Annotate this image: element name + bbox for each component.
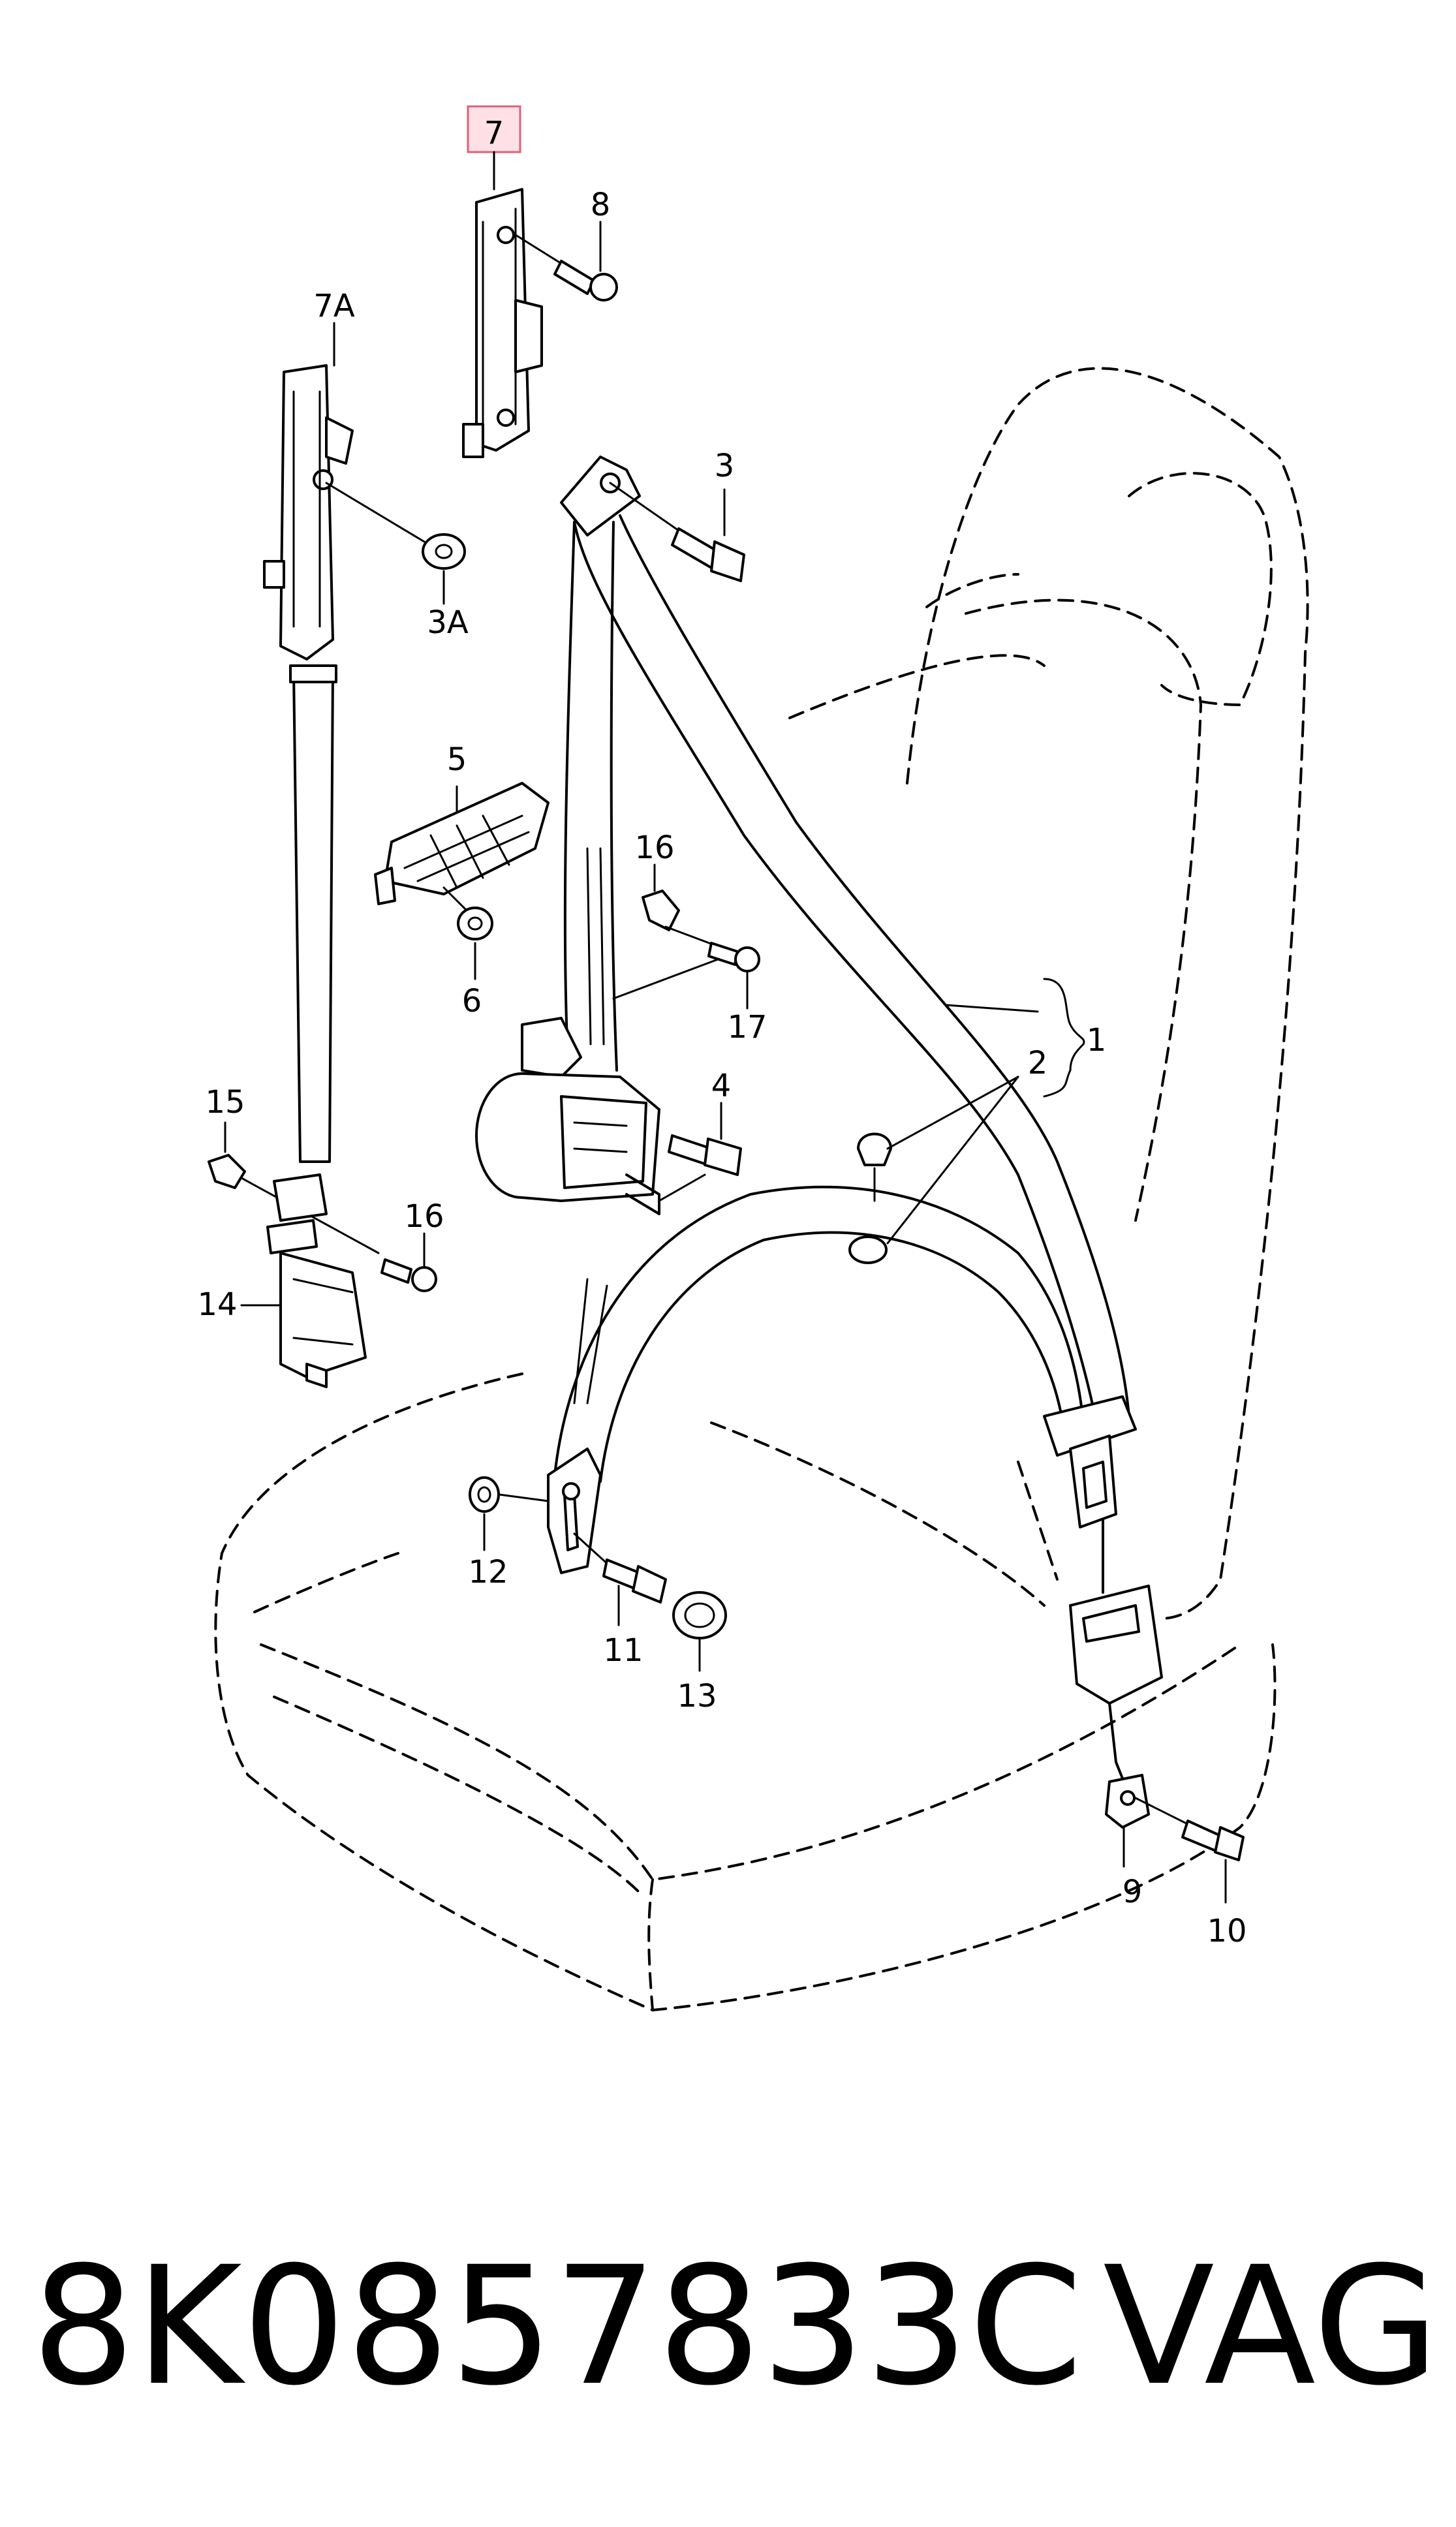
retractor-unit	[475, 958, 719, 1215]
belt-assembly-brace-part-1	[945, 978, 1085, 1098]
footer: 8K0857833C VAG	[0, 2245, 1456, 2441]
callout-14: 14	[197, 1286, 237, 1323]
callout-4: 4	[711, 1068, 732, 1104]
callout-16-lower: 16	[404, 1198, 444, 1235]
callout-2: 2	[1028, 1045, 1048, 1081]
belt-webbing	[553, 514, 1130, 1483]
belt-lower-anchor	[547, 1448, 602, 1574]
callout-13: 13	[677, 1678, 717, 1714]
callout-1: 1	[1087, 1022, 1107, 1059]
brand-name: VAG	[1103, 2231, 1440, 2421]
bolt-part-3	[560, 456, 745, 582]
bolt-part-8	[514, 221, 618, 302]
cover-caps-part-2	[848, 1076, 1019, 1264]
callout-15: 15	[205, 1084, 245, 1121]
washer-part-12	[469, 1476, 550, 1551]
callout-7a: 7A	[313, 288, 355, 324]
callout-10: 10	[1207, 1913, 1247, 1949]
nut-part-3a	[325, 482, 466, 605]
callout-9: 9	[1123, 1874, 1143, 1910]
callout-7: 7	[484, 115, 504, 151]
callout-labels: 7 8 7A 3 3A 5 16 6 17 1 2 4 15 16 14 12 …	[197, 115, 1247, 1949]
callout-5: 5	[447, 741, 467, 778]
callout-17: 17	[727, 1009, 767, 1046]
nut-part-6	[457, 907, 493, 980]
belt-tensioner-part-14	[240, 1173, 367, 1388]
callout-3: 3	[715, 448, 735, 484]
bolt-part-11	[573, 1532, 667, 1626]
callout-6: 6	[462, 983, 482, 1019]
cap-part-13	[672, 1591, 727, 1672]
bolt-part-10	[1134, 1797, 1245, 1904]
bolt-part-17	[664, 925, 760, 1010]
bracket-part-5	[374, 782, 550, 915]
callout-11: 11	[603, 1632, 643, 1669]
belt-latch-plate	[1043, 1395, 1137, 1528]
seat-outline	[214, 367, 1309, 2012]
height-adjuster-part-7a	[263, 322, 354, 1163]
clip-part-16-upper	[642, 863, 680, 931]
buckle-part-9	[1069, 1519, 1163, 1868]
callout-12: 12	[468, 1554, 508, 1590]
callout-3a: 3A	[427, 604, 469, 641]
bolt-part-16-lower	[380, 1232, 437, 1292]
callout-8: 8	[591, 187, 611, 223]
height-adjuster-part-7	[462, 105, 543, 458]
part-number: 8K0857833C	[31, 2231, 1083, 2421]
callout-16-upper: 16	[634, 829, 674, 866]
bolt-part-4	[668, 1102, 742, 1176]
